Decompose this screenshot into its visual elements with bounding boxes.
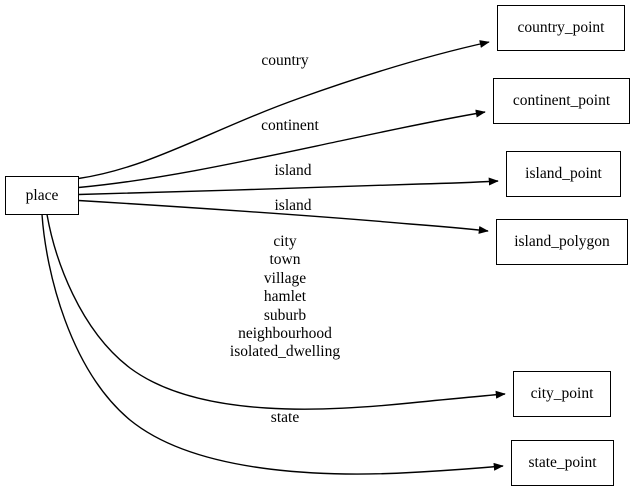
node-city-point-label: city_point <box>530 385 594 403</box>
edge-place-to-island-point <box>78 177 499 196</box>
edge-place-to-country-point <box>78 40 490 180</box>
node-place-label: place <box>25 186 59 204</box>
node-island-point[interactable]: island_point <box>506 151 621 197</box>
node-continent-point[interactable]: continent_point <box>493 78 630 124</box>
node-state-point-label: state_point <box>528 454 597 472</box>
node-island-polygon-label: island_polygon <box>514 233 610 251</box>
node-place[interactable]: place <box>5 176 79 215</box>
node-city-point[interactable]: city_point <box>513 371 611 417</box>
node-country-point-label: country_point <box>517 19 605 37</box>
edge-place-to-island-polygon <box>78 199 489 234</box>
node-state-point[interactable]: state_point <box>511 440 614 486</box>
edge-place-to-state-point <box>41 214 504 475</box>
node-country-point[interactable]: country_point <box>497 5 625 51</box>
edge-place-to-continent-point <box>78 109 486 189</box>
edge-place-to-city-point <box>46 214 506 410</box>
node-island-point-label: island_point <box>525 165 602 183</box>
node-island-polygon[interactable]: island_polygon <box>496 219 628 265</box>
node-continent-point-label: continent_point <box>512 92 611 110</box>
